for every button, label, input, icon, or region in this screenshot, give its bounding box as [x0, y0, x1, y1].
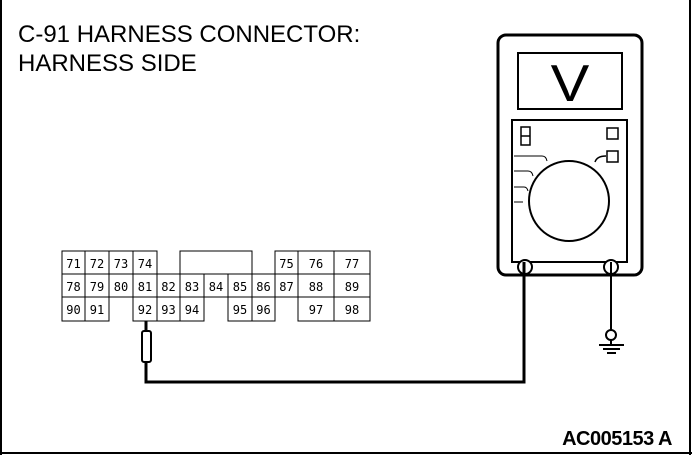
pin-71: 71: [66, 257, 80, 271]
connector-cell: [333, 296, 371, 322]
pin-89: 89: [345, 280, 359, 294]
connector-cell: [251, 296, 276, 322]
multimeter: V: [496, 33, 644, 277]
pin-90: 90: [66, 303, 80, 317]
rotary-dial: [528, 160, 610, 242]
connector-cell: [179, 296, 205, 322]
pin-78: 78: [66, 280, 80, 294]
pin-88: 88: [309, 280, 323, 294]
meter-display-v: V: [551, 53, 590, 112]
pin-75: 75: [279, 257, 293, 271]
pin-86: 86: [256, 280, 270, 294]
pin-72: 72: [90, 257, 104, 271]
ground: [522, 262, 624, 382]
pin-95: 95: [233, 303, 247, 317]
diagram-title: C-91 HARNESS CONNECTOR: HARNESS SIDE: [18, 20, 360, 78]
pin-80: 80: [114, 280, 128, 294]
test-wire: [141, 265, 526, 384]
pin-92: 92: [138, 303, 152, 317]
pin-93: 93: [161, 303, 175, 317]
figure-code: AC005153 A: [562, 428, 672, 450]
title-line-1: C-91 HARNESS CONNECTOR:: [18, 21, 361, 48]
connector-cell: [84, 296, 110, 322]
pin-85: 85: [233, 280, 247, 294]
pin-97: 97: [309, 303, 323, 317]
pin-94: 94: [185, 303, 199, 317]
title-line-2: HARNESS SIDE: [18, 50, 197, 77]
pin-83: 83: [185, 280, 199, 294]
pin-76: 76: [309, 257, 323, 271]
harness-connector: 71 72 73 74 75 76 77 78 79 80 81 82 83 84 85 86 87 88 89 90…: [61, 250, 371, 322]
pin-81: 81: [138, 280, 152, 294]
pin-73: 73: [114, 257, 128, 271]
pin-77: 77: [345, 257, 359, 271]
connector-blank-cell: [179, 250, 253, 275]
pin-79: 79: [90, 280, 104, 294]
pin-98: 98: [345, 303, 359, 317]
pin-84: 84: [209, 280, 223, 294]
pin-91: 91: [90, 303, 104, 317]
pin-82: 82: [161, 280, 175, 294]
pin-74: 74: [138, 257, 152, 271]
pin-87: 87: [279, 280, 293, 294]
pin-96: 96: [256, 303, 270, 317]
